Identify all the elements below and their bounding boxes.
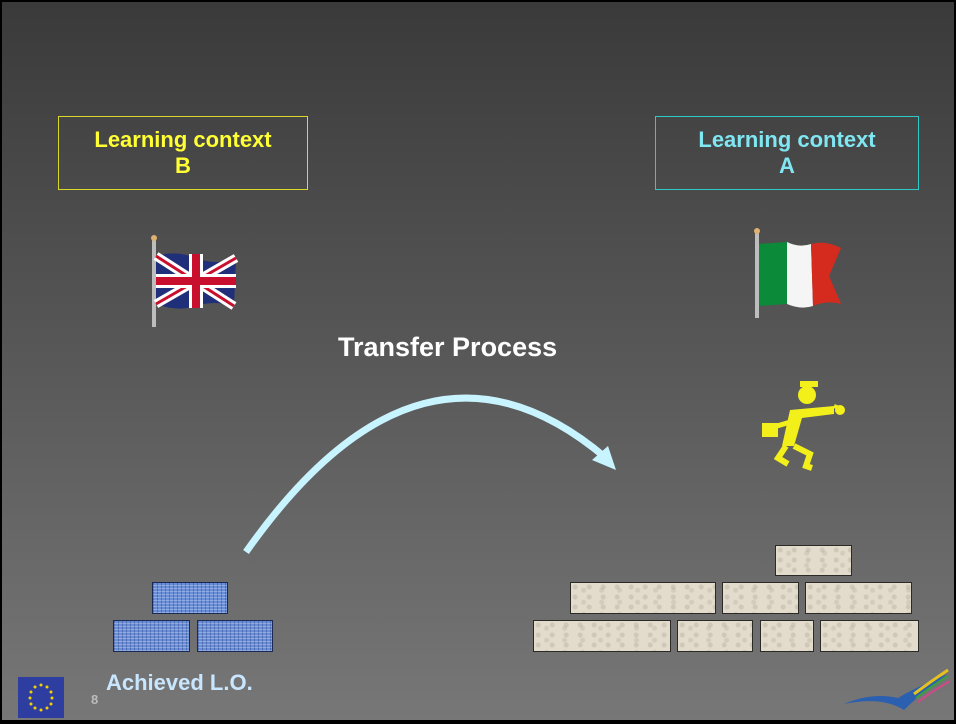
stone-brick — [760, 620, 814, 652]
stone-brick — [820, 620, 919, 652]
context-b-line2: B — [175, 153, 191, 178]
stone-brick — [533, 620, 671, 652]
stone-brick — [570, 582, 716, 614]
learning-context-a-box: Learning context A — [655, 116, 919, 190]
context-a-line1: Learning context — [698, 127, 876, 152]
eu-flag-icon — [18, 677, 64, 718]
achieved-lo-caption: Achieved L.O. — [106, 670, 253, 695]
achieved-brick-right — [197, 620, 273, 652]
learning-context-b-box: Learning context B — [58, 116, 308, 190]
context-a-line2: A — [779, 153, 795, 178]
stone-brick — [722, 582, 799, 614]
page-number: 8 — [91, 692, 99, 707]
transfer-process-title: Transfer Process — [338, 332, 558, 362]
stone-brick — [775, 545, 852, 576]
achieved-brick-left — [113, 620, 190, 652]
achieved-brick-top — [152, 582, 228, 614]
context-b-line1: Learning context — [94, 127, 272, 152]
stone-brick — [805, 582, 912, 614]
stone-brick — [677, 620, 753, 652]
